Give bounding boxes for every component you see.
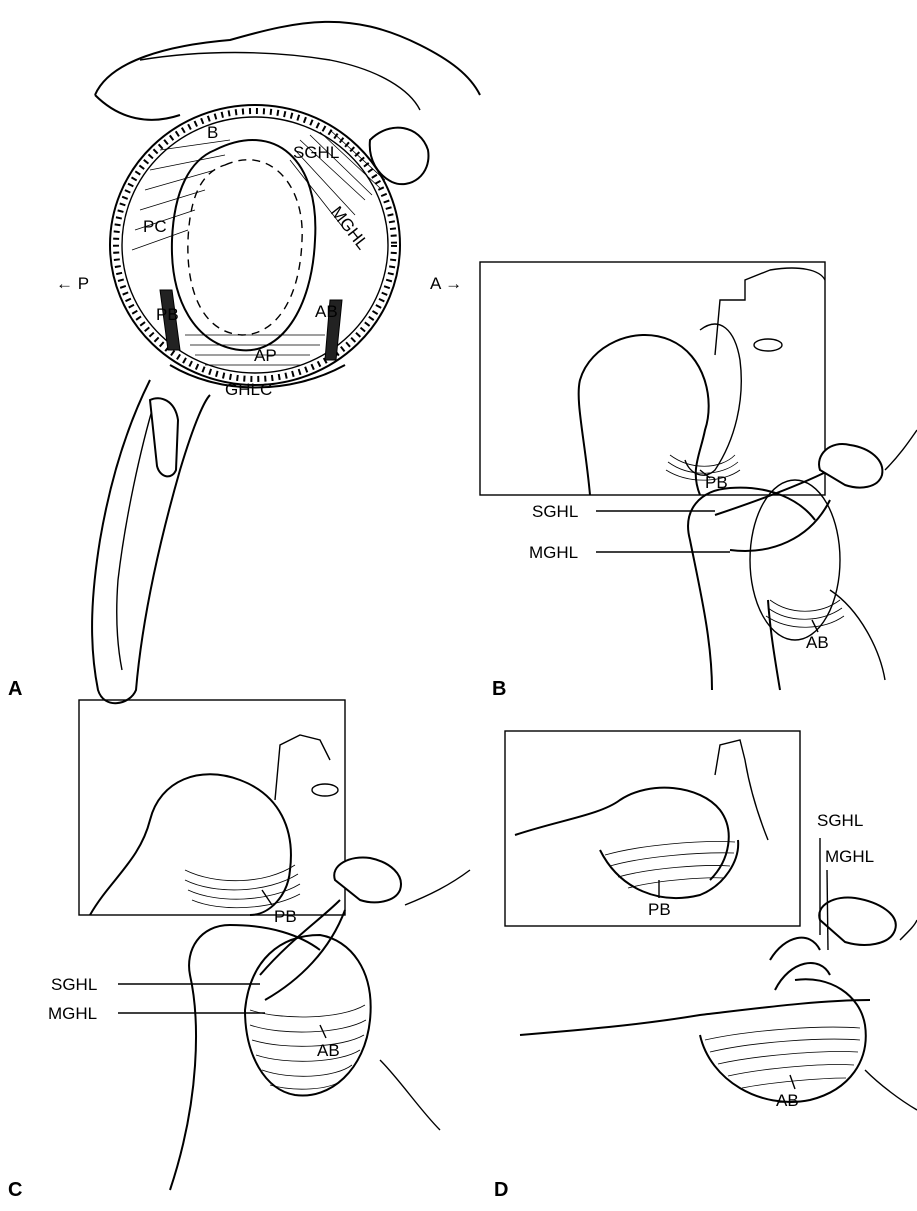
label-b-sghl: SGHL xyxy=(532,502,578,521)
panel-c-ab-fibers xyxy=(250,1005,366,1089)
panel-c-inset-pb-fibers xyxy=(185,865,300,908)
label-d-mghl: MGHL xyxy=(825,847,874,866)
label-d-sghl: SGHL xyxy=(817,811,863,830)
panel-c-inset-frame xyxy=(79,700,345,915)
label-a-ab: AB xyxy=(315,302,338,321)
label-a-sghl: SGHL xyxy=(293,143,339,162)
label-c-ab: AB xyxy=(317,1041,340,1060)
panel-c-inset-humerus xyxy=(90,774,291,915)
clavicle-shape xyxy=(140,53,420,111)
panel-d-scapula-edge xyxy=(865,920,917,1110)
panel-b-inset-coracoid xyxy=(754,339,782,351)
panel-c-pb-leader xyxy=(262,890,272,905)
label-a-pc: PC xyxy=(143,217,167,236)
label-b-mghl: MGHL xyxy=(529,543,578,562)
label-b-pb: PB xyxy=(705,473,728,492)
panel-d-humerus xyxy=(520,1000,870,1035)
label-d-pb: PB xyxy=(648,900,671,919)
panel-c-humerus xyxy=(170,925,320,1190)
panel-letter-c: C xyxy=(8,1179,22,1201)
panel-c: PB SGHL MGHL AB C xyxy=(8,700,470,1201)
panel-b-mghl-ligament xyxy=(730,500,830,551)
glenoid-inner-dashed xyxy=(188,160,302,335)
orientation-posterior: ← P xyxy=(56,274,89,293)
panel-d-inset-pb-head xyxy=(600,840,738,898)
label-c-sghl: SGHL xyxy=(51,975,97,994)
panel-b-inset-glenoid xyxy=(685,324,741,475)
scapular-spine xyxy=(150,398,178,476)
label-c-mghl: MGHL xyxy=(48,1004,97,1023)
panel-letter-d: D xyxy=(494,1179,508,1201)
panel-d-mghl-leader xyxy=(827,870,828,950)
panel-d-sghl-ligament xyxy=(770,938,820,960)
panel-b-humerus xyxy=(688,488,815,690)
scapula-inner xyxy=(117,400,155,670)
label-a-ghlc: GHLC xyxy=(225,380,272,399)
panel-b-humerus-right xyxy=(768,600,780,690)
panel-b-coracoid xyxy=(819,444,882,488)
panel-a: B SGHL MGHL PC PB AB AP GHLC ← P A → A xyxy=(8,22,480,703)
label-d-ab: AB xyxy=(776,1091,799,1110)
label-a-mghl: MGHL xyxy=(327,203,372,253)
acromion-shape xyxy=(95,22,480,120)
panel-b-inset-humerus xyxy=(579,335,709,495)
panel-c-inset-coracoid xyxy=(312,784,338,796)
panel-c-glenoid-head xyxy=(245,935,371,1096)
label-b-ab: AB xyxy=(806,633,829,652)
panel-letter-b: B xyxy=(492,678,506,700)
panel-d-inset-acromion xyxy=(715,740,768,840)
panel-c-scapula-edge xyxy=(380,870,470,1130)
panel-d-mghl-ligament xyxy=(775,963,830,990)
panel-b-inset-acromion xyxy=(715,268,825,355)
label-a-pb: PB xyxy=(156,305,179,324)
scapula-body xyxy=(92,380,210,703)
panel-b-inset-frame xyxy=(480,262,825,495)
panel-b: PB SGHL MGHL AB B xyxy=(480,262,917,700)
coracoid-shape xyxy=(370,128,429,185)
panel-d-glenoid-head xyxy=(700,979,866,1102)
panel-letter-a: A xyxy=(8,678,22,700)
panel-d-coracoid xyxy=(819,897,896,944)
panel-d-ab-leader xyxy=(790,1075,795,1089)
orientation-anterior: A → xyxy=(430,274,462,293)
panel-b-inset-pb-fibers xyxy=(666,455,740,480)
label-a-b: B xyxy=(207,123,218,142)
label-a-ap: AP xyxy=(254,346,277,365)
panel-d: SGHL MGHL PB AB D xyxy=(494,731,917,1201)
glenoid-face xyxy=(172,140,315,350)
panel-c-inset-acromion xyxy=(275,735,330,800)
label-c-pb: PB xyxy=(274,907,297,926)
panel-c-coracoid xyxy=(334,857,401,902)
panel-d-inset-frame xyxy=(505,731,800,926)
